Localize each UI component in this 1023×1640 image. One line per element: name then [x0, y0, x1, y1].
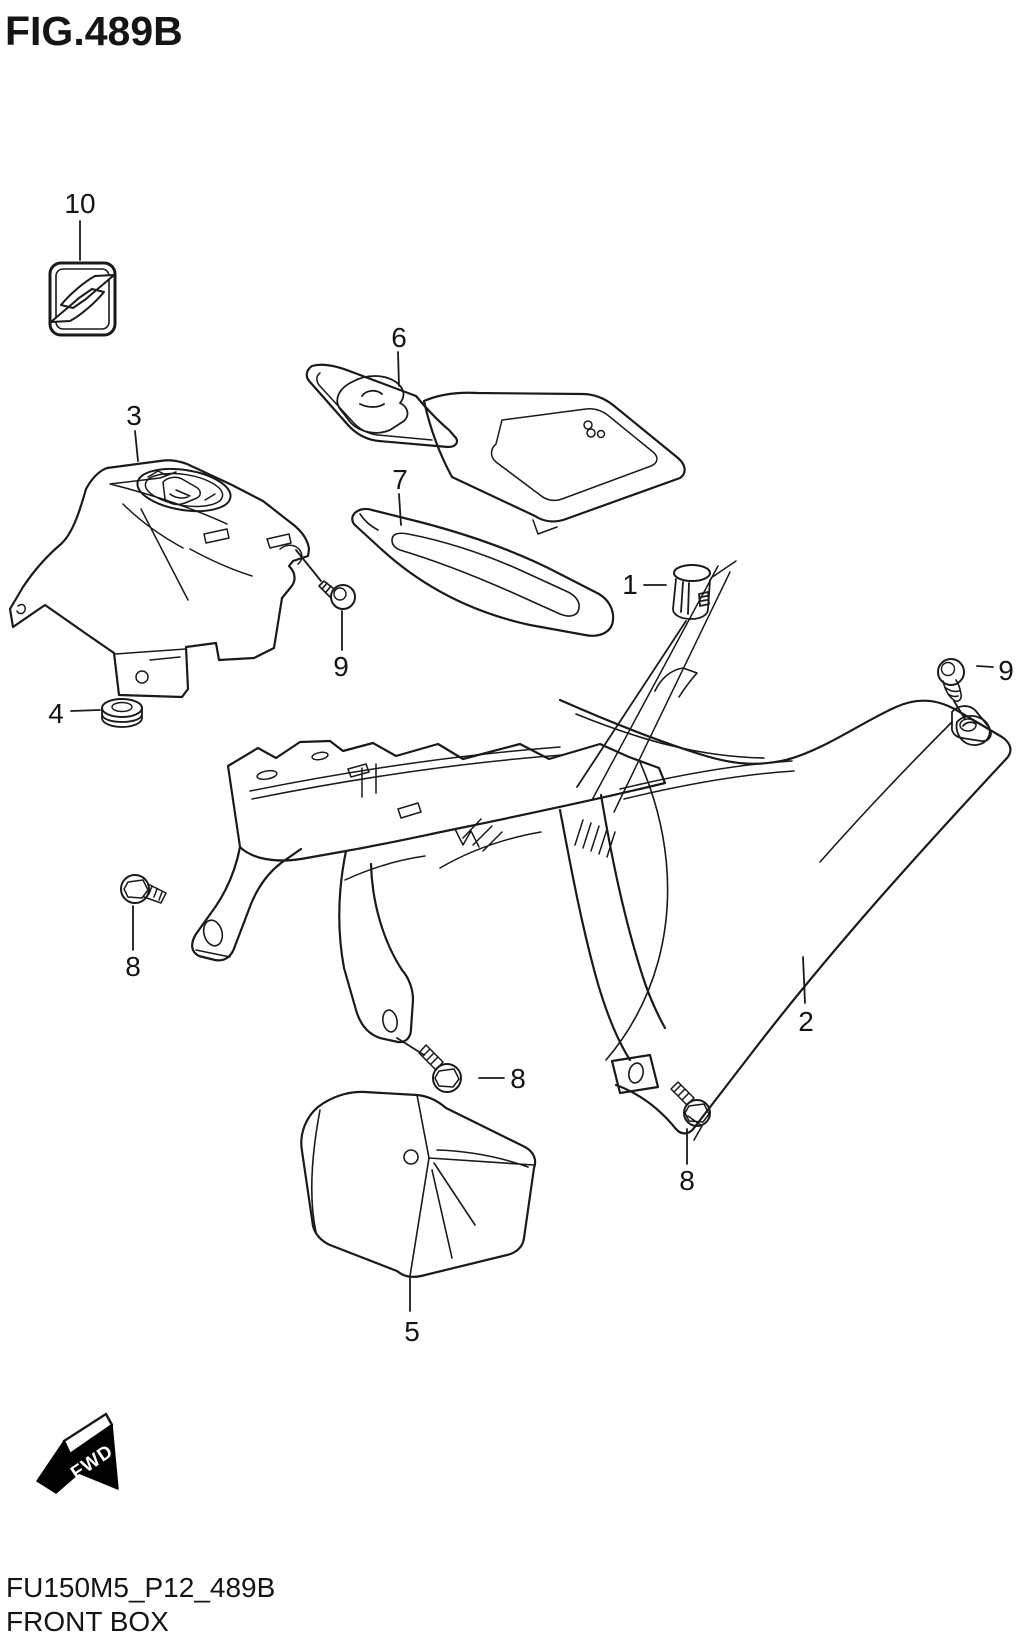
- callout-8-middle: 8: [510, 1063, 526, 1094]
- suzuki-emblem-part: [48, 261, 117, 337]
- callout-6: 6: [391, 322, 407, 353]
- gasket-inner-loop: [359, 513, 580, 617]
- figure-title: FIG.489B: [5, 8, 183, 54]
- bracket-rail-outline: [226, 739, 667, 862]
- upper-cover-details: [16, 471, 303, 661]
- lower-cover-creases: [310, 1094, 535, 1277]
- callout-3: 3: [126, 400, 142, 431]
- callout-8-right: 8: [679, 1165, 695, 1196]
- callout-9-left: 9: [333, 651, 349, 682]
- lower-cover-part: [300, 1090, 537, 1279]
- grommet-top: [101, 698, 143, 718]
- lid-latch: [336, 375, 409, 434]
- callout-leader-lines: [70, 220, 994, 1312]
- bracket-channel-lines: [249, 746, 563, 800]
- bolt-middle-head: [418, 1044, 460, 1088]
- lid-gasket-part: [351, 507, 615, 637]
- emblem-outer-frame: [48, 261, 117, 337]
- bolt-left-head: [123, 879, 167, 904]
- box-body-ear-hole: [959, 718, 977, 732]
- callout-10: 10: [64, 188, 95, 219]
- screw-left-head-inner: [333, 587, 347, 601]
- callout-1: 1: [622, 569, 638, 600]
- bolt-left-flange: [120, 874, 150, 904]
- screw-right-head-inner: [940, 661, 956, 677]
- upper-cover-outline: [8, 459, 311, 699]
- callout-8-left: 8: [125, 951, 141, 982]
- box-lid-part: [305, 363, 686, 535]
- suzuki-s-icon: [50, 274, 115, 323]
- callout-2: 2: [798, 1006, 814, 1037]
- screw-left-tip: [318, 580, 335, 598]
- box-body-details: [575, 667, 953, 1141]
- bracket-left-foot-hole: [202, 919, 224, 947]
- ignition-opening-outer: [136, 467, 232, 513]
- screw-left-part: [318, 580, 356, 610]
- callout-4: 4: [48, 698, 64, 729]
- grommet-part: [101, 698, 143, 728]
- lid-pin-hole-2: [586, 428, 596, 438]
- bracket-right-foot-hole: [628, 1062, 644, 1084]
- bracket-middle-foot-hole: [382, 1009, 398, 1033]
- emblem-inner-frame: [55, 268, 110, 330]
- box-body-ear: [950, 705, 992, 742]
- clip-body: [672, 578, 711, 620]
- bracket-middle-leg: [338, 849, 415, 1044]
- mounting-bracket-part: [191, 560, 795, 1095]
- clip-fastener-part: [672, 564, 711, 620]
- screw-right-tip: [942, 679, 962, 702]
- lower-cover-pivot-hole: [403, 1149, 419, 1165]
- lid-panel-outline: [422, 391, 686, 523]
- figure-part-name: FRONT BOX: [6, 1606, 169, 1637]
- screw-right-head: [937, 658, 965, 686]
- box-body-outline: [558, 698, 1012, 1135]
- callout-7: 7: [392, 464, 408, 495]
- gasket-outer-loop: [351, 507, 615, 637]
- screw-left-head: [330, 584, 356, 610]
- callout-5: 5: [404, 1316, 420, 1347]
- bracket-details: [195, 560, 795, 958]
- lid-pin-hole-1: [583, 420, 593, 430]
- bolt-left-part: [120, 874, 167, 904]
- lower-cover-outline: [300, 1090, 537, 1279]
- bolt-middle-part: [418, 1044, 462, 1093]
- fwd-indicator: [36, 1412, 119, 1494]
- bracket-right-leg-lines: [558, 793, 667, 1095]
- upper-cover-part: [8, 459, 311, 699]
- leader-lines: [70, 220, 994, 1312]
- upper-cover-hole: [135, 670, 149, 684]
- grommet-hole: [111, 701, 133, 713]
- ignition-keyhole-detail: [147, 470, 216, 506]
- lid-handle-inner: [316, 372, 433, 441]
- lid-handle-outline: [305, 363, 459, 449]
- screw-right-part: [937, 658, 991, 746]
- bolt-right-head: [670, 1081, 710, 1123]
- clip-flange: [673, 564, 711, 582]
- bolt-right-flange: [683, 1099, 711, 1127]
- lid-panel-inset: [490, 408, 658, 535]
- lid-pin-hole-3: [596, 429, 606, 439]
- front-box-body-part: [558, 667, 1012, 1141]
- bolt-right-part: [670, 1081, 711, 1127]
- bracket-rail-hole-2: [311, 751, 329, 761]
- figure-part-code: FU150M5_P12_489B: [6, 1572, 276, 1603]
- grommet-side: [101, 707, 143, 728]
- bracket-rail-hole-1: [256, 769, 278, 781]
- bracket-left-leg: [191, 845, 303, 962]
- fwd-arrow-icon: [36, 1424, 119, 1494]
- bolt-middle-flange: [432, 1063, 462, 1093]
- callout-9-right: 9: [998, 655, 1014, 686]
